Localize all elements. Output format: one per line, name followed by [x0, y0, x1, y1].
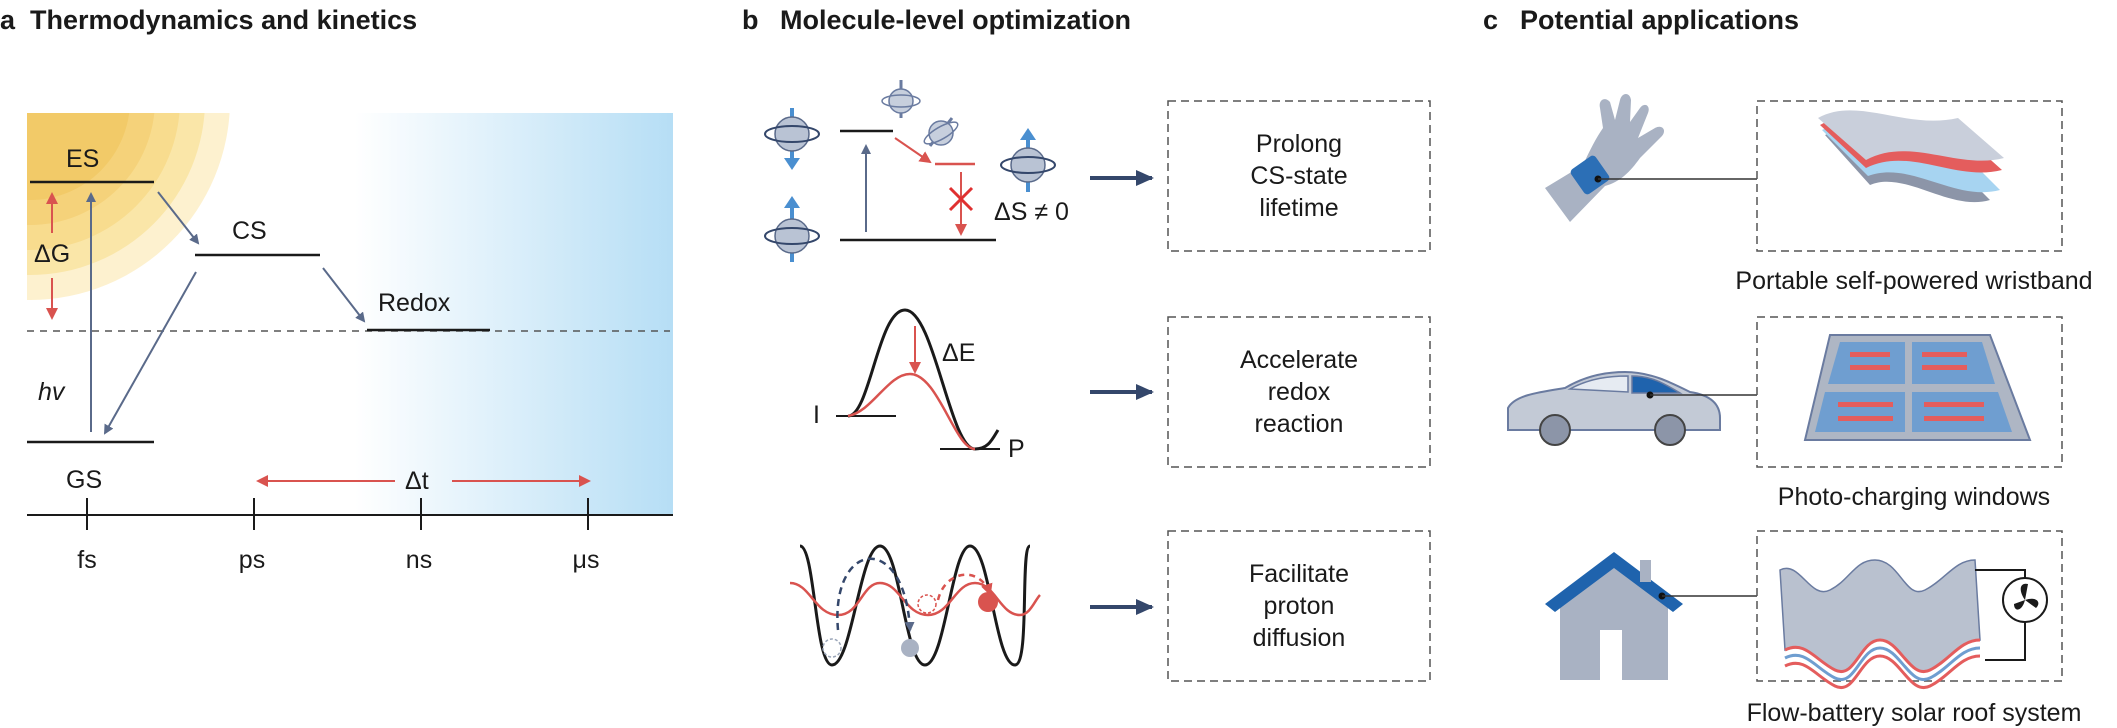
- delta-s-label: ΔS ≠ 0: [994, 198, 1069, 226]
- proton-grey: [901, 639, 919, 657]
- spin-up-sphere-right-icon: [1000, 128, 1056, 192]
- proton-ghost-red: [917, 594, 937, 614]
- cs-to-redox-arrow: [322, 267, 366, 323]
- tick-label-ps: ps: [239, 546, 265, 574]
- tick-label-fs: fs: [77, 546, 96, 574]
- energy-barrier-diagram: ΔE I P: [813, 308, 1025, 463]
- outcome-box-1-line-2: CS-state: [1250, 162, 1347, 190]
- delta-e-label: ΔE: [942, 339, 975, 367]
- proton-ghost-left: [822, 638, 842, 658]
- hand-icon: [1545, 94, 1665, 222]
- proton-diffusion-diagram: [789, 544, 1041, 667]
- hv-label: hv: [38, 378, 66, 406]
- panel-c: c Potential applications Portable self-p…: [1483, 5, 2093, 727]
- redox-label: Redox: [378, 289, 451, 317]
- panel-a-letter: a: [0, 5, 16, 35]
- outcome-box-2: [1167, 316, 1431, 468]
- gs-label: GS: [66, 466, 102, 494]
- outcome-box-3-line-3: diffusion: [1253, 624, 1346, 652]
- panel-c-letter: c: [1483, 5, 1498, 35]
- small-spin-sphere-icon: [881, 80, 921, 118]
- delta-t-label: Δt: [405, 467, 429, 495]
- wavy-solar-roof-icon: [1779, 559, 2026, 690]
- lowered-barrier-curve: [847, 372, 976, 451]
- high-barrier-curve: [847, 308, 1000, 451]
- state-i-label: I: [813, 401, 820, 429]
- tick-label-ns: ns: [406, 546, 432, 574]
- outcome-box-1-line-3: lifetime: [1259, 194, 1338, 222]
- timescale-gradient-background: [355, 113, 673, 515]
- panel-a: a Thermodynamics and kinetics ES CS Redo…: [0, 5, 673, 574]
- deep-well-potential-curve: [799, 544, 1032, 667]
- caption-roof: Flow-battery solar roof system: [1747, 699, 2082, 727]
- caption-window: Photo-charging windows: [1778, 483, 2050, 511]
- cs-label: CS: [232, 217, 267, 245]
- caption-wristband: Portable self-powered wristband: [1735, 267, 2092, 295]
- proton-red: [978, 592, 998, 612]
- panel-b-title: Molecule-level optimization: [780, 5, 1131, 35]
- roof-detail-box: [1756, 530, 2063, 682]
- intersystem-crossing-arrow: [894, 137, 932, 164]
- outcome-box-2-line-2: redox: [1268, 378, 1331, 406]
- flexible-battery-layers-icon: [1818, 110, 2004, 203]
- es-label: ES: [66, 145, 99, 173]
- tick-label-us: μs: [573, 546, 600, 574]
- proton-hop-red-arrow: [936, 573, 993, 601]
- spin-down-sphere-icon: [764, 108, 820, 170]
- outcome-box-3-line-2: proton: [1264, 592, 1335, 620]
- forbidden-cross-icon: [948, 186, 974, 212]
- photo-charging-window-icon: [1803, 334, 2032, 441]
- outcome-box-3-line-1: Facilitate: [1249, 560, 1349, 588]
- shallow-well-potential-curve: [789, 581, 1041, 617]
- es-to-cs-arrow: [157, 191, 200, 245]
- panel-b-letter: b: [742, 5, 759, 35]
- car-icon: [1507, 370, 1721, 446]
- fan-load-icon: [2002, 577, 2048, 623]
- outcome-box-2-line-3: reaction: [1255, 410, 1344, 438]
- spin-diagram: ΔS ≠ 0: [764, 80, 1069, 262]
- proton-hop-dashed-arrow: [836, 557, 915, 632]
- panel-c-title: Potential applications: [1520, 5, 1799, 35]
- outcome-box-3: [1167, 530, 1431, 682]
- house-icon: [1545, 552, 1683, 680]
- outcome-box-1: [1167, 100, 1431, 252]
- wristband-detail-box: [1756, 100, 2063, 252]
- outcome-box-1-line-1: Prolong: [1256, 130, 1342, 158]
- spin-up-sphere-icon: [764, 196, 820, 262]
- recombination-arrow: [104, 271, 197, 435]
- state-p-label: P: [1008, 435, 1025, 463]
- outcome-box-2-line-1: Accelerate: [1240, 346, 1358, 374]
- window-detail-box: [1756, 316, 2063, 468]
- panel-a-title: Thermodynamics and kinetics: [30, 5, 417, 35]
- tilted-spin-sphere-icon: [923, 117, 959, 147]
- panel-b: b Molecule-level optimization: [742, 5, 1431, 682]
- delta-g-label: ΔG: [34, 240, 70, 268]
- light-glow: [27, 113, 230, 300]
